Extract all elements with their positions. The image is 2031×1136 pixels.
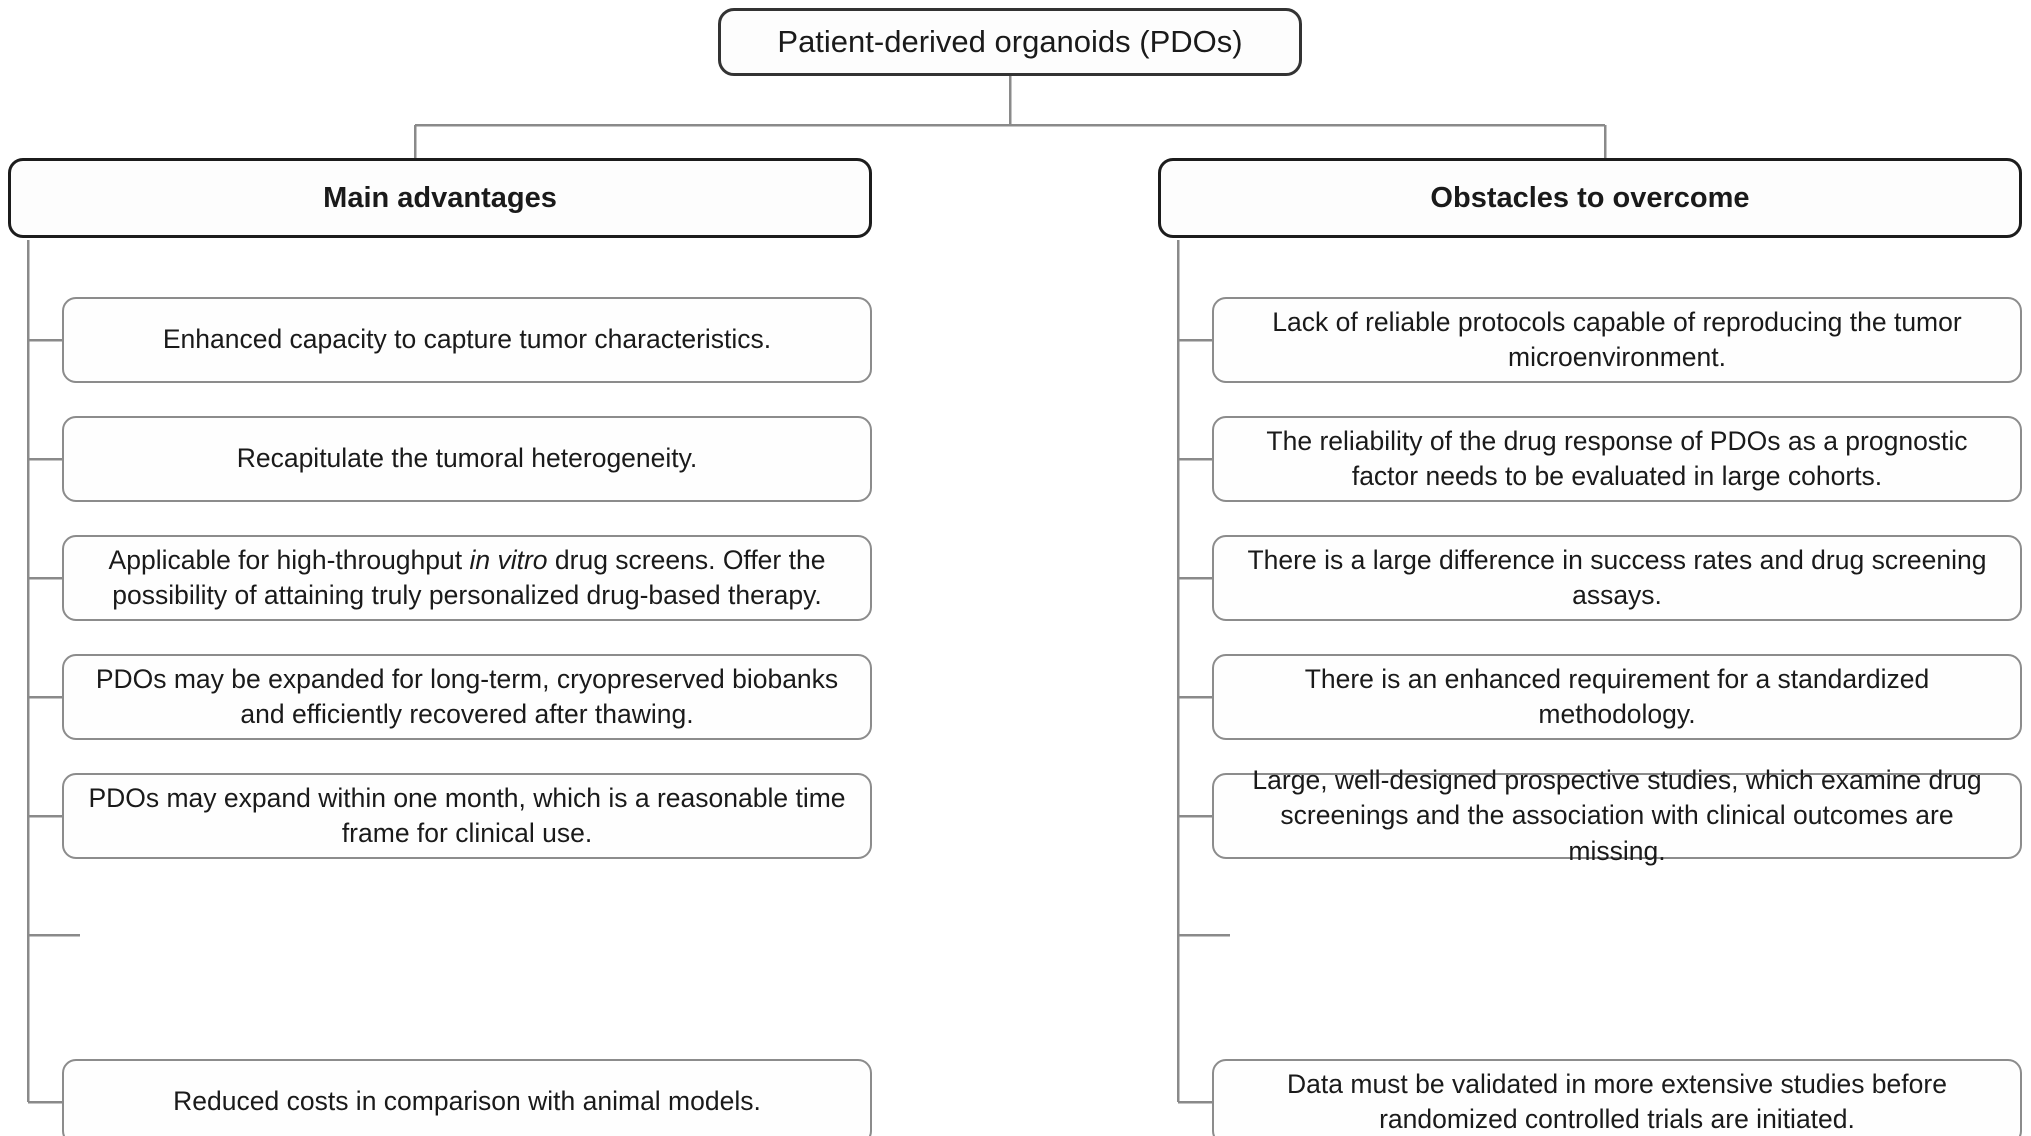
obstacle-item-1[interactable]: Lack of reliable protocols capable of re… bbox=[1212, 297, 2022, 383]
advantage-item-2[interactable]: Recapitulate the tumoral heterogeneity. bbox=[62, 416, 872, 502]
advantage-item-4[interactable]: PDOs may be expanded for long-term, cryo… bbox=[62, 654, 872, 740]
advantage-item-label: PDOs may be expanded for long-term, cryo… bbox=[95, 663, 839, 730]
advantage-item-label: PDOs may expand within one month, which … bbox=[88, 782, 846, 849]
obstacle-item-label: There is a large difference in success r… bbox=[1247, 544, 1987, 611]
advantage-item-label: Recapitulate the tumoral heterogeneity. bbox=[236, 443, 698, 474]
obstacle-item-6[interactable]: Data must be validated in more extensive… bbox=[1212, 1059, 2022, 1136]
branch-header-label: Main advantages bbox=[323, 181, 557, 214]
obstacle-item-5[interactable]: Large, well-designed prospective studies… bbox=[1212, 765, 2022, 866]
advantage-item-label: Applicable for high-throughput in vitro … bbox=[82, 543, 852, 614]
advantage-item-label: Enhanced capacity to capture tumor chara… bbox=[162, 324, 772, 355]
obstacle-item-label: Lack of reliable protocols capable of re… bbox=[1272, 306, 1962, 373]
obstacle-item-label: Data must be validated in more extensive… bbox=[1287, 1068, 1947, 1135]
branch-header-main-advantages[interactable]: Main advantages bbox=[8, 158, 872, 238]
advantage-item-text-post: drug screens. Offer the possibility of a… bbox=[112, 544, 826, 611]
advantage-item-text-italic: in vitro bbox=[469, 544, 548, 575]
advantage-item-label: Reduced costs in comparison with animal … bbox=[173, 1086, 761, 1117]
obstacle-item-label: There is an enhanced requirement for a s… bbox=[1304, 663, 1930, 730]
advantage-item-6[interactable]: Reduced costs in comparison with animal … bbox=[62, 1059, 872, 1136]
advantage-item-1[interactable]: Enhanced capacity to capture tumor chara… bbox=[62, 297, 872, 383]
branch-header-obstacles-to-overcome[interactable]: Obstacles to overcome bbox=[1158, 158, 2022, 238]
branch-header-label: Obstacles to overcome bbox=[1430, 181, 1750, 214]
obstacle-item-label: Large, well-designed prospective studies… bbox=[1252, 764, 1982, 866]
obstacle-item-label: The reliability of the drug response of … bbox=[1266, 425, 1968, 492]
advantage-item-5[interactable]: PDOs may expand within one month, which … bbox=[62, 773, 872, 859]
root-node-pdos[interactable]: Patient-derived organoids (PDOs) bbox=[718, 8, 1302, 76]
advantage-item-text-pre: Applicable for high-throughput bbox=[108, 544, 470, 575]
advantage-item-3[interactable]: Applicable for high-throughput in vitro … bbox=[62, 535, 872, 621]
obstacle-item-2[interactable]: The reliability of the drug response of … bbox=[1212, 416, 2022, 502]
obstacle-item-3[interactable]: There is a large difference in success r… bbox=[1212, 535, 2022, 621]
obstacle-item-4[interactable]: There is an enhanced requirement for a s… bbox=[1212, 654, 2022, 740]
root-node-label: Patient-derived organoids (PDOs) bbox=[777, 24, 1243, 60]
